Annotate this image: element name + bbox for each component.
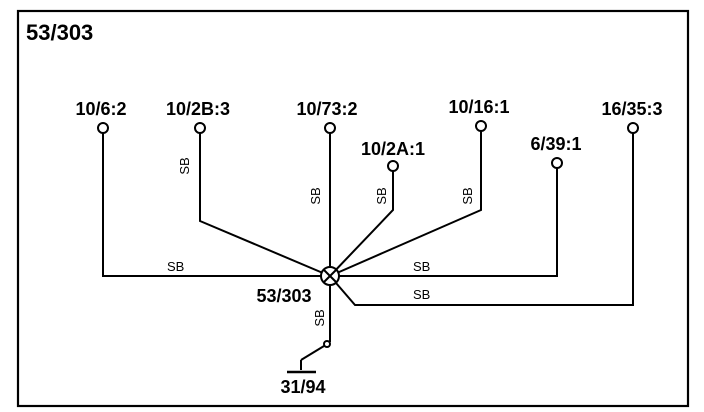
connector-label-6-39-1: 6/39:1 (530, 134, 581, 154)
wire-color-10-2b-3: SB (177, 157, 192, 174)
connector-terminal-10-73-2 (324, 122, 336, 134)
wire-color-10-6-2: SB (167, 259, 184, 274)
splice-point-icon (320, 266, 340, 286)
ground-switch-contact (323, 340, 331, 348)
connector-label-10-6-2: 10/6:2 (75, 99, 126, 119)
splice-label: 53/303 (256, 286, 311, 306)
connector-terminal-10-16-1 (475, 120, 487, 132)
connector-terminal-6-39-1 (551, 157, 563, 169)
diagram-frame (16, 9, 690, 408)
connector-label-10-73-2: 10/73:2 (296, 99, 357, 119)
wire-color-6-39-1: SB (413, 259, 430, 274)
wire-6-39-1 (330, 168, 558, 277)
wire-color-16-35-3: SB (413, 287, 430, 302)
connector-terminal-16-35-3 (627, 122, 639, 134)
wire-color-10-16-1: SB (460, 187, 475, 204)
wire-10-6-2 (102, 133, 330, 277)
wire-10-2b-3 (199, 133, 331, 277)
connector-label-16-35-3: 16/35:3 (601, 99, 662, 119)
connector-label-10-2b-3: 10/2B:3 (166, 99, 230, 119)
wire-10-2a-1 (329, 171, 394, 277)
connector-terminal-10-2b-3 (194, 122, 206, 134)
wire-10-16-1 (329, 131, 482, 277)
wire-16-35-3 (329, 133, 634, 306)
connector-label-10-16-1: 10/16:1 (448, 97, 509, 117)
connector-terminal-10-2a-1 (387, 160, 399, 172)
connector-terminal-10-6-2 (97, 122, 109, 134)
diagram-title: 53/303 (26, 20, 93, 45)
wire-color-ground: SB (312, 309, 327, 326)
ground-switch-blade (300, 345, 325, 361)
ground-label: 31/94 (280, 377, 325, 397)
wire-color-10-73-2: SB (308, 187, 323, 204)
connector-label-10-2a-1: 10/2A:1 (361, 139, 425, 159)
wire-color-10-2a-1: SB (374, 187, 389, 204)
